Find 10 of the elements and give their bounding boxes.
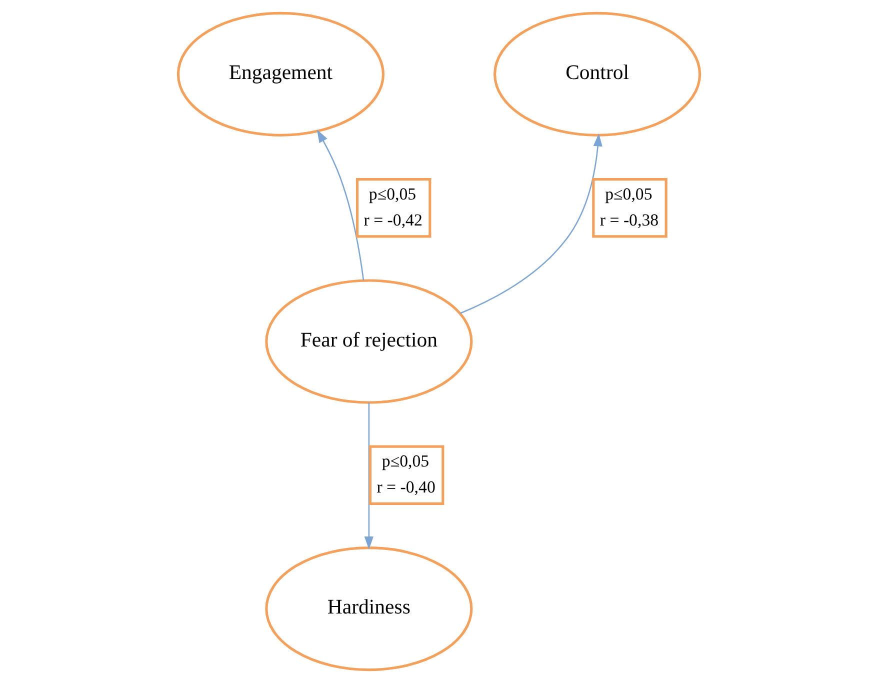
node-ellipse: Engagement xyxy=(176,12,384,136)
edge-label: p≤0,05 r = -0,42 xyxy=(363,184,422,230)
arrow xyxy=(316,130,364,280)
arrow xyxy=(459,133,602,314)
node-ellipse: Hardiness xyxy=(264,546,472,672)
edge-label: p≤0,05 r = -0,38 xyxy=(599,184,658,230)
arrow xyxy=(364,402,373,550)
edge-label: p≤0,05 r = -0,40 xyxy=(376,452,435,497)
node-ellipse: Control xyxy=(493,12,701,136)
node-ellipse: Fear of rejection xyxy=(264,279,472,404)
